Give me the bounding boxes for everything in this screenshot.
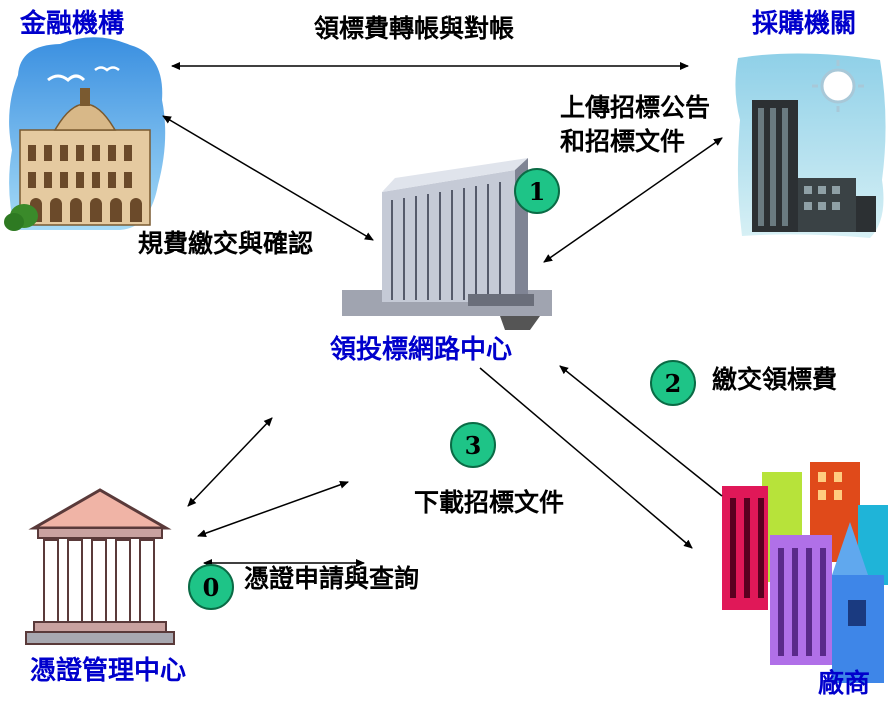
edge-label-upload-line1: 上傳招標公告	[560, 93, 711, 122]
network-center-label: 領投標網路中心	[330, 335, 513, 365]
edge-label-cert-query: 憑證申請與查詢	[244, 564, 420, 593]
edge-label-bank-agency: 領標費轉帳與對帳	[314, 14, 515, 43]
step-badge-0: 0	[188, 564, 234, 610]
agency-label: 採購機關	[752, 9, 857, 39]
vendor-illustration	[722, 462, 888, 683]
arrow-cert-upper	[187, 417, 273, 507]
arrow-agency-center	[543, 137, 723, 263]
agency-illustration	[735, 53, 886, 238]
network-center-illustration	[342, 158, 552, 330]
step-badge-3: 3	[450, 422, 496, 468]
bank-illustration	[4, 37, 166, 231]
edge-label-bank-center: 規費繳交與確認	[138, 229, 314, 258]
arrows	[162, 62, 723, 567]
arrow-cert-middle	[197, 480, 349, 538]
vendor-label: 廠商	[818, 669, 871, 699]
edge-label-pay-fee: 繳交領標費	[712, 365, 838, 394]
edge-label-upload-line2: 和招標文件	[560, 127, 686, 156]
step-badge-2: 2	[650, 360, 696, 406]
arrow-vendor-center	[559, 365, 723, 497]
edge-label-download: 下載招標文件	[414, 488, 565, 517]
arrow-center-vendor	[479, 367, 693, 549]
step-badge-1: 1	[514, 168, 560, 214]
cert-center-illustration	[25, 488, 175, 645]
bank-label: 金融機構	[20, 9, 125, 39]
cert-center-label: 憑證管理中心	[30, 656, 187, 686]
arrow-bank-center	[162, 115, 374, 241]
